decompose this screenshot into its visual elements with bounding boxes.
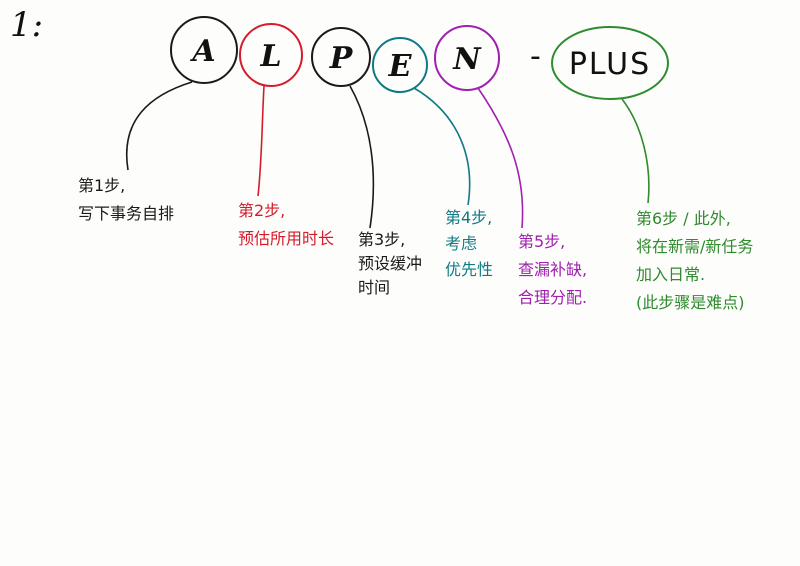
- step-5-line-2: 合理分配.: [518, 288, 588, 307]
- step-1-note: 第1步, 写下事务自排: [78, 172, 174, 228]
- bubble-p: P: [311, 27, 371, 87]
- connector-p: [349, 85, 375, 229]
- bubble-a: A: [170, 16, 238, 84]
- step-2-note: 第2步, 预估所用时长: [238, 197, 334, 253]
- bubble-plus: PLUS: [551, 26, 669, 100]
- dash: -: [530, 39, 541, 74]
- connector-plus: [621, 98, 650, 204]
- letter-e-circle-icon: E: [388, 49, 413, 84]
- connector-e: [413, 87, 471, 206]
- bubble-n: N: [434, 25, 500, 91]
- step-5-line-1: 查漏补缺,: [518, 260, 588, 279]
- step-5-title: 第5步,: [518, 232, 566, 251]
- step-2-title: 第2步,: [238, 201, 286, 220]
- step-3-title: 第3步,: [358, 230, 406, 249]
- step-1-line-1: 写下事务自排: [78, 204, 175, 223]
- connector-l: [257, 85, 265, 197]
- letter-l-circle-icon: L: [259, 39, 281, 74]
- step-4-line-2: 优先性: [445, 260, 494, 279]
- step-3-note: 第3步, 预设缓冲 时间: [358, 228, 422, 300]
- step-6-note: 第6步 / 此外, 将在新需/新任务 加入日常. (此步骤是难点): [636, 205, 753, 317]
- step-4-line-1: 考虑: [445, 234, 478, 253]
- step-6-title: 第6步 / 此外,: [636, 209, 731, 228]
- step-3-line-1: 预设缓冲: [358, 254, 423, 273]
- step-6-line-1: 将在新需/新任务: [636, 237, 754, 256]
- step-3-line-2: 时间: [358, 278, 391, 297]
- step-2-line-1: 预估所用时长: [238, 229, 335, 248]
- step-6-line-2: 加入日常.: [636, 265, 706, 284]
- section-number: 1:: [10, 5, 43, 45]
- bubble-e: E: [372, 37, 428, 93]
- plus-ellipse-icon: PLUS: [569, 47, 651, 82]
- letter-a-circle-icon: A: [189, 34, 215, 69]
- connector-a: [125, 81, 193, 171]
- step-4-title: 第4步,: [445, 208, 493, 227]
- step-1-title: 第1步,: [78, 176, 126, 195]
- letter-p-circle-icon: P: [329, 41, 354, 76]
- step-5-note: 第5步, 查漏补缺, 合理分配.: [518, 228, 587, 312]
- connector-n: [477, 87, 524, 229]
- letter-n-circle-icon: N: [452, 42, 482, 77]
- bubble-l: L: [239, 23, 303, 87]
- step-6-line-3: (此步骤是难点): [636, 293, 745, 312]
- step-4-note: 第4步, 考虑 优先性: [445, 205, 493, 283]
